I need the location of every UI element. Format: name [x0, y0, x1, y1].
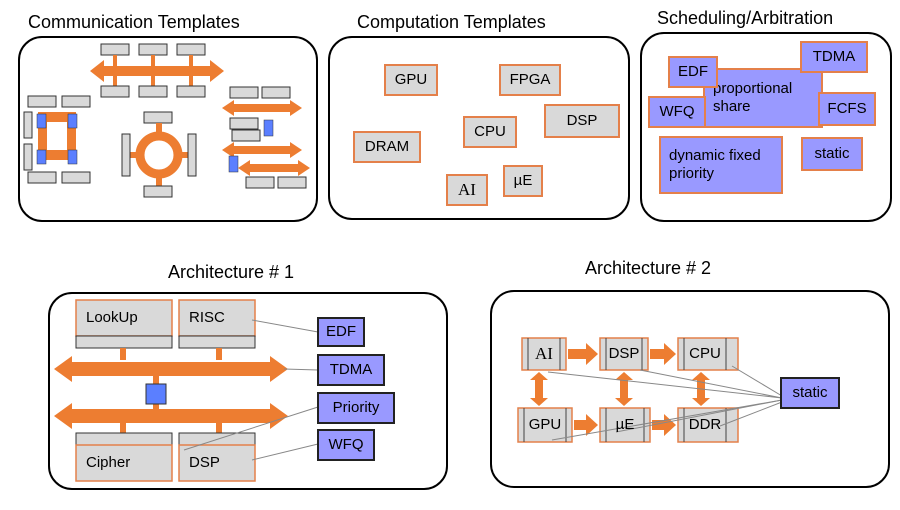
gpu-block: GPU	[528, 416, 562, 433]
cpu-template: CPU	[463, 116, 517, 148]
micro-engine-template: µE	[503, 165, 543, 197]
cpu-block: CPU	[689, 345, 721, 362]
dsp-block-label: DSP	[189, 454, 220, 471]
scheduling-arbitration-title: Scheduling/Arbitration	[657, 8, 834, 28]
dram-template: DRAM	[353, 131, 421, 163]
dynamic-fixed-priority-policy: dynamic fixed priority	[659, 136, 783, 194]
cipher-block-label: Cipher	[86, 454, 131, 471]
lookup-block-label: LookUp	[86, 309, 138, 326]
bus-arrow	[90, 43, 224, 98]
edf-policy: EDF	[668, 56, 718, 88]
ai-template: AI	[446, 174, 488, 206]
tdma-policy: TDMA	[800, 41, 868, 73]
architecture-2-title: Architecture # 2	[585, 258, 712, 278]
computation-templates-title: Computation Templates	[357, 12, 546, 32]
wfq-policy: WFQ	[648, 96, 706, 128]
communication-templates-title: Communication Templates	[28, 12, 240, 32]
proportional-share-policy: proportional share	[703, 68, 823, 128]
static-policy: static	[801, 137, 863, 171]
gpu-template: GPU	[384, 64, 438, 96]
mesh-network	[23, 95, 91, 184]
tdma-policy-arch1: TDMA	[317, 354, 385, 386]
ring-network	[121, 111, 197, 198]
fpga-template: FPGA	[499, 64, 561, 96]
ai-block: AI	[535, 343, 553, 363]
wfq-policy-arch1: WFQ	[317, 429, 375, 461]
ddr-block: DDR	[688, 416, 722, 433]
dsp-block: DSP	[608, 345, 640, 362]
edf-policy-arch1: EDF	[317, 317, 365, 347]
static-policy-arch2: static	[780, 377, 840, 409]
fcfs-policy: FCFS	[818, 92, 876, 126]
dsp-template: DSP	[544, 104, 620, 138]
risc-block-label: RISC	[189, 309, 225, 326]
micro-engine-block: µE	[615, 416, 635, 433]
priority-policy-arch1: Priority	[317, 392, 395, 424]
architecture-1-title: Architecture # 1	[168, 262, 295, 282]
hierarchical-buses	[222, 86, 310, 189]
